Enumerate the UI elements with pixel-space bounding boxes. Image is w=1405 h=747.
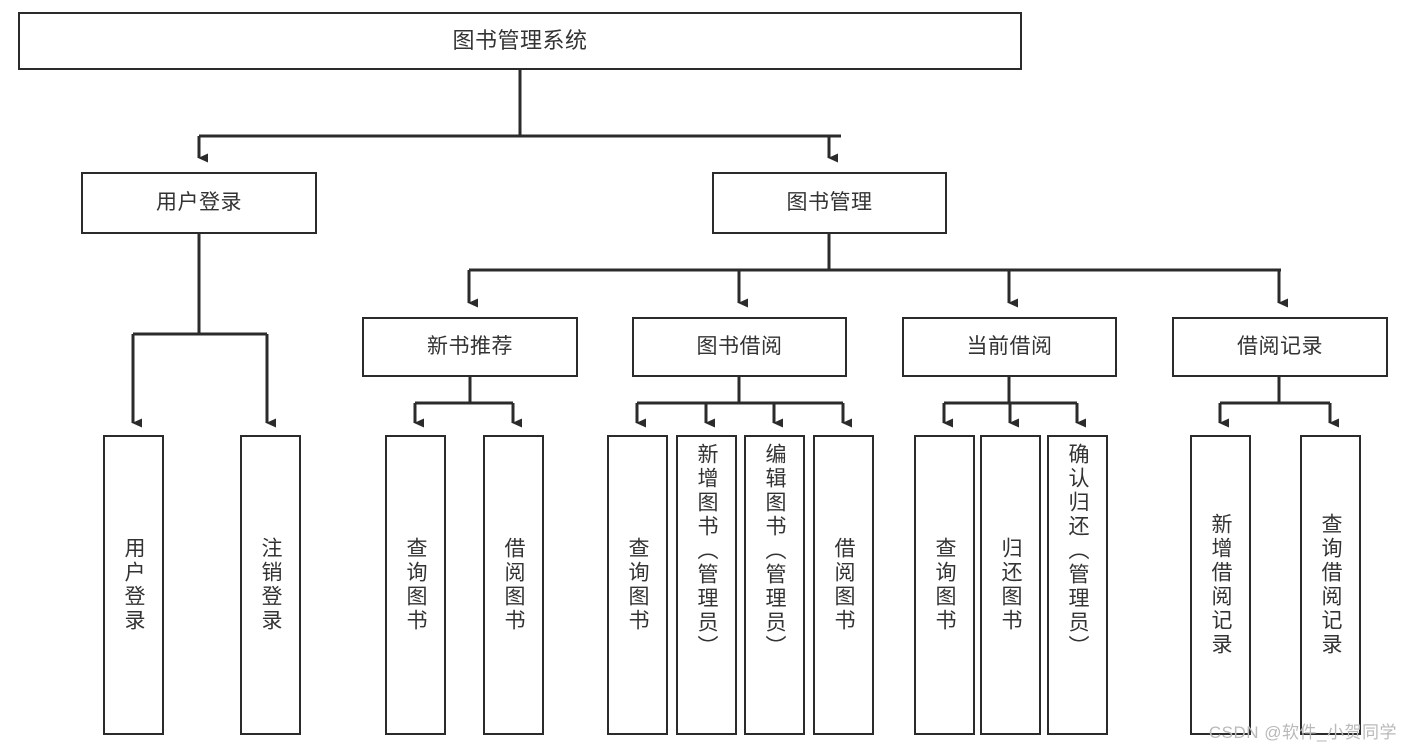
node-label: 编辑图书（管理员） — [763, 443, 786, 659]
node-book-borrow[interactable]: 图书借阅 — [632, 317, 847, 377]
node-label: 确认归还（管理员） — [1066, 443, 1089, 659]
node-label: 查询图书 — [626, 537, 649, 633]
node-label: 归还图书 — [999, 537, 1022, 633]
node-current-borrow[interactable]: 当前借阅 — [902, 317, 1117, 377]
node-label: 借阅图书 — [502, 537, 525, 633]
leaf-user-login-logout[interactable]: 注销登录 — [240, 435, 301, 735]
node-label: 图书借阅 — [696, 335, 783, 359]
node-label: 查询图书 — [404, 537, 427, 633]
node-label: 查询图书 — [933, 537, 956, 633]
leaf-current-borrow-confirm-return-admin[interactable]: 确认归还（管理员） — [1047, 435, 1108, 735]
leaf-current-borrow-query-book[interactable]: 查询图书 — [914, 435, 975, 735]
node-label: 新书推荐 — [427, 335, 513, 359]
leaf-book-borrow-borrow-book[interactable]: 借阅图书 — [813, 435, 874, 735]
leaf-borrow-record-add-record[interactable]: 新增借阅记录 — [1190, 435, 1251, 735]
node-label: 新增借阅记录 — [1209, 513, 1232, 657]
leaf-book-borrow-query-book[interactable]: 查询图书 — [607, 435, 668, 735]
node-label: 新增图书（管理员） — [695, 443, 718, 659]
leaf-new-book-borrow-book[interactable]: 借阅图书 — [483, 435, 544, 735]
node-book-management[interactable]: 图书管理 — [712, 172, 947, 234]
node-user-login[interactable]: 用户登录 — [81, 172, 317, 234]
node-label: 图书管理系统 — [452, 27, 588, 53]
node-label: 图书管理 — [786, 191, 873, 215]
node-label: 借阅记录 — [1237, 335, 1323, 359]
leaf-book-borrow-edit-book-admin[interactable]: 编辑图书（管理员） — [744, 435, 805, 735]
node-new-book-recommend[interactable]: 新书推荐 — [362, 317, 578, 377]
node-label: 用户登录 — [156, 191, 242, 215]
node-label: 当前借阅 — [966, 335, 1053, 359]
node-label: 借阅图书 — [832, 537, 855, 633]
leaf-current-borrow-return-book[interactable]: 归还图书 — [980, 435, 1041, 735]
leaf-borrow-record-query-record[interactable]: 查询借阅记录 — [1300, 435, 1361, 735]
node-label: 查询借阅记录 — [1319, 513, 1342, 657]
leaf-book-borrow-add-book-admin[interactable]: 新增图书（管理员） — [676, 435, 737, 735]
node-borrow-record[interactable]: 借阅记录 — [1172, 317, 1388, 377]
node-root-system[interactable]: 图书管理系统 — [18, 12, 1022, 70]
watermark-text: CSDN @软件_小贺同学 — [1208, 723, 1397, 742]
leaf-new-book-query-book[interactable]: 查询图书 — [385, 435, 446, 735]
node-label: 注销登录 — [259, 537, 282, 633]
node-label: 用户登录 — [122, 537, 145, 633]
leaf-user-login-login[interactable]: 用户登录 — [103, 435, 164, 735]
